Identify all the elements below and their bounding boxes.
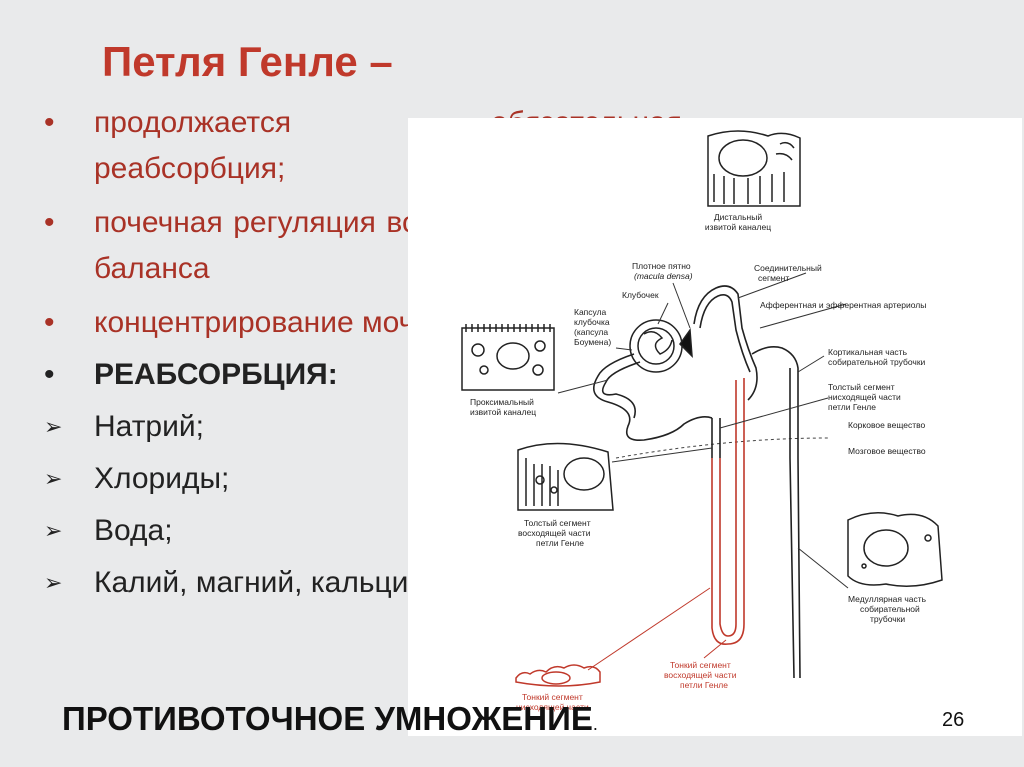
bullet-item: ➢ Натрий; — [42, 404, 682, 450]
footer-caption: ПРОТИВОТОЧНОЕ УМНОЖЕНИЕ. — [62, 700, 598, 738]
label-cortical-collecting: Кортикальная часть — [828, 347, 908, 357]
label-glomerulus: Клубочек — [622, 290, 659, 300]
bullet-item: ➢ Калий, магний, кальций. — [42, 560, 682, 606]
label-connecting-segment: сегмент — [758, 273, 789, 283]
label-thick-descending: нисходящей части — [828, 392, 901, 402]
bullet-text: концентрирование мочи — [94, 306, 432, 339]
leader-lines — [557, 272, 849, 589]
label-medulla: Мозговое вещество — [848, 446, 926, 456]
label-thick-ascending: Толстый сегмент — [524, 518, 591, 528]
label-capsule: (капсула — [574, 327, 608, 337]
distal-tubule-cell-icon — [707, 130, 801, 207]
bullet-text: Вода; — [94, 514, 173, 547]
bullet-item: ➢ Вода; — [42, 508, 682, 554]
label-macula-densa: (macula densa) — [634, 271, 693, 281]
diagram-panel — [408, 118, 1022, 736]
thick-ascending-cell-icon — [517, 442, 614, 511]
bullet-text: РЕАБСОРБЦИЯ: — [94, 358, 338, 391]
proximal-tubule-cell-icon — [461, 324, 555, 391]
bullet-marker: • — [44, 306, 55, 339]
label-medullary-collecting: собирательной — [860, 604, 920, 614]
arrow-bullet-icon: ➢ — [44, 570, 63, 595]
arrow-bullet-icon: ➢ — [44, 518, 63, 543]
page-number: 26 — [942, 709, 965, 731]
label-cortical-collecting: собирательной трубочки — [828, 357, 926, 367]
bullet-item: • концентрирование мочи — [42, 300, 682, 346]
label-proximal: извитой каналец — [470, 407, 536, 417]
label-thick-descending: Толстый сегмент — [828, 382, 895, 392]
red-leader-lines — [587, 587, 727, 671]
loop-of-henle-thin-limbs — [711, 378, 745, 645]
thin-descending-cell-icon — [515, 664, 601, 687]
label-medullary-collecting: трубочки — [870, 614, 905, 624]
label-connecting-segment: Соединительный — [754, 263, 822, 273]
diagram-red-labels: Тонкий сегмент восходящей части петли Ге… — [516, 660, 737, 712]
label-thin-descending: Тонкий сегмент — [522, 692, 583, 702]
label-thin-ascending: петли Генле — [680, 680, 728, 690]
label-macula-densa: Плотное пятно — [632, 261, 691, 271]
bullet-marker: • — [44, 358, 55, 391]
label-thick-ascending: петли Генле — [536, 538, 584, 548]
label-thick-ascending: восходящей части — [518, 528, 591, 538]
label-thin-ascending: восходящей части — [664, 670, 737, 680]
bullet-item: • РЕАБСОРБЦИЯ: — [42, 352, 682, 398]
label-thin-ascending: Тонкий сегмент — [670, 660, 731, 670]
cortex-medulla-boundary — [615, 437, 829, 459]
bullet-text: Натрий; — [94, 410, 204, 443]
bullet-text: Калий, магний, кальций. — [94, 566, 434, 599]
label-capsule: Боумена) — [574, 337, 611, 347]
arrow-bullet-icon: ➢ — [44, 414, 63, 439]
bullet-text: Хлориды; — [94, 462, 230, 495]
label-medullary-collecting: Медуллярная часть — [848, 594, 927, 604]
label-arterioles: Афферентная и эфферентная артериолы — [760, 300, 926, 310]
bullet-list: • продолжается обязательная реабсорбция;… — [42, 100, 682, 606]
bullet-item: ➢ Хлориды; — [42, 456, 682, 502]
label-proximal: Проксимальный — [470, 397, 534, 407]
diagram-labels: Дистальный извитой каналец Плотное пятно… — [470, 212, 927, 624]
footer-text: ПРОТИВОТОЧНОЕ УМНОЖЕНИЕ — [62, 700, 593, 737]
nephron-tubule — [592, 285, 801, 679]
bullet-marker: • — [44, 106, 55, 139]
label-distal: Дистальный — [714, 212, 762, 222]
slide-title: Петля Генле – — [102, 38, 393, 85]
bullet-marker: • — [44, 206, 55, 239]
label-cortex: Корковое вещество — [848, 420, 926, 430]
glomerulus-icon — [629, 319, 693, 373]
arrow-bullet-icon: ➢ — [44, 466, 63, 491]
footer-dot: . — [592, 714, 598, 734]
label-distal: извитой каналец — [705, 222, 771, 232]
label-thin-descending: нисходящей части — [516, 702, 589, 712]
medullary-collecting-cell-icon — [847, 512, 943, 587]
label-capsule: клубочка — [574, 317, 610, 327]
label-thick-descending: петли Генле — [828, 402, 876, 412]
nephron-diagram: Дистальный извитой каналец Плотное пятно… — [408, 118, 1022, 736]
label-capsule: Капсула — [574, 307, 607, 317]
